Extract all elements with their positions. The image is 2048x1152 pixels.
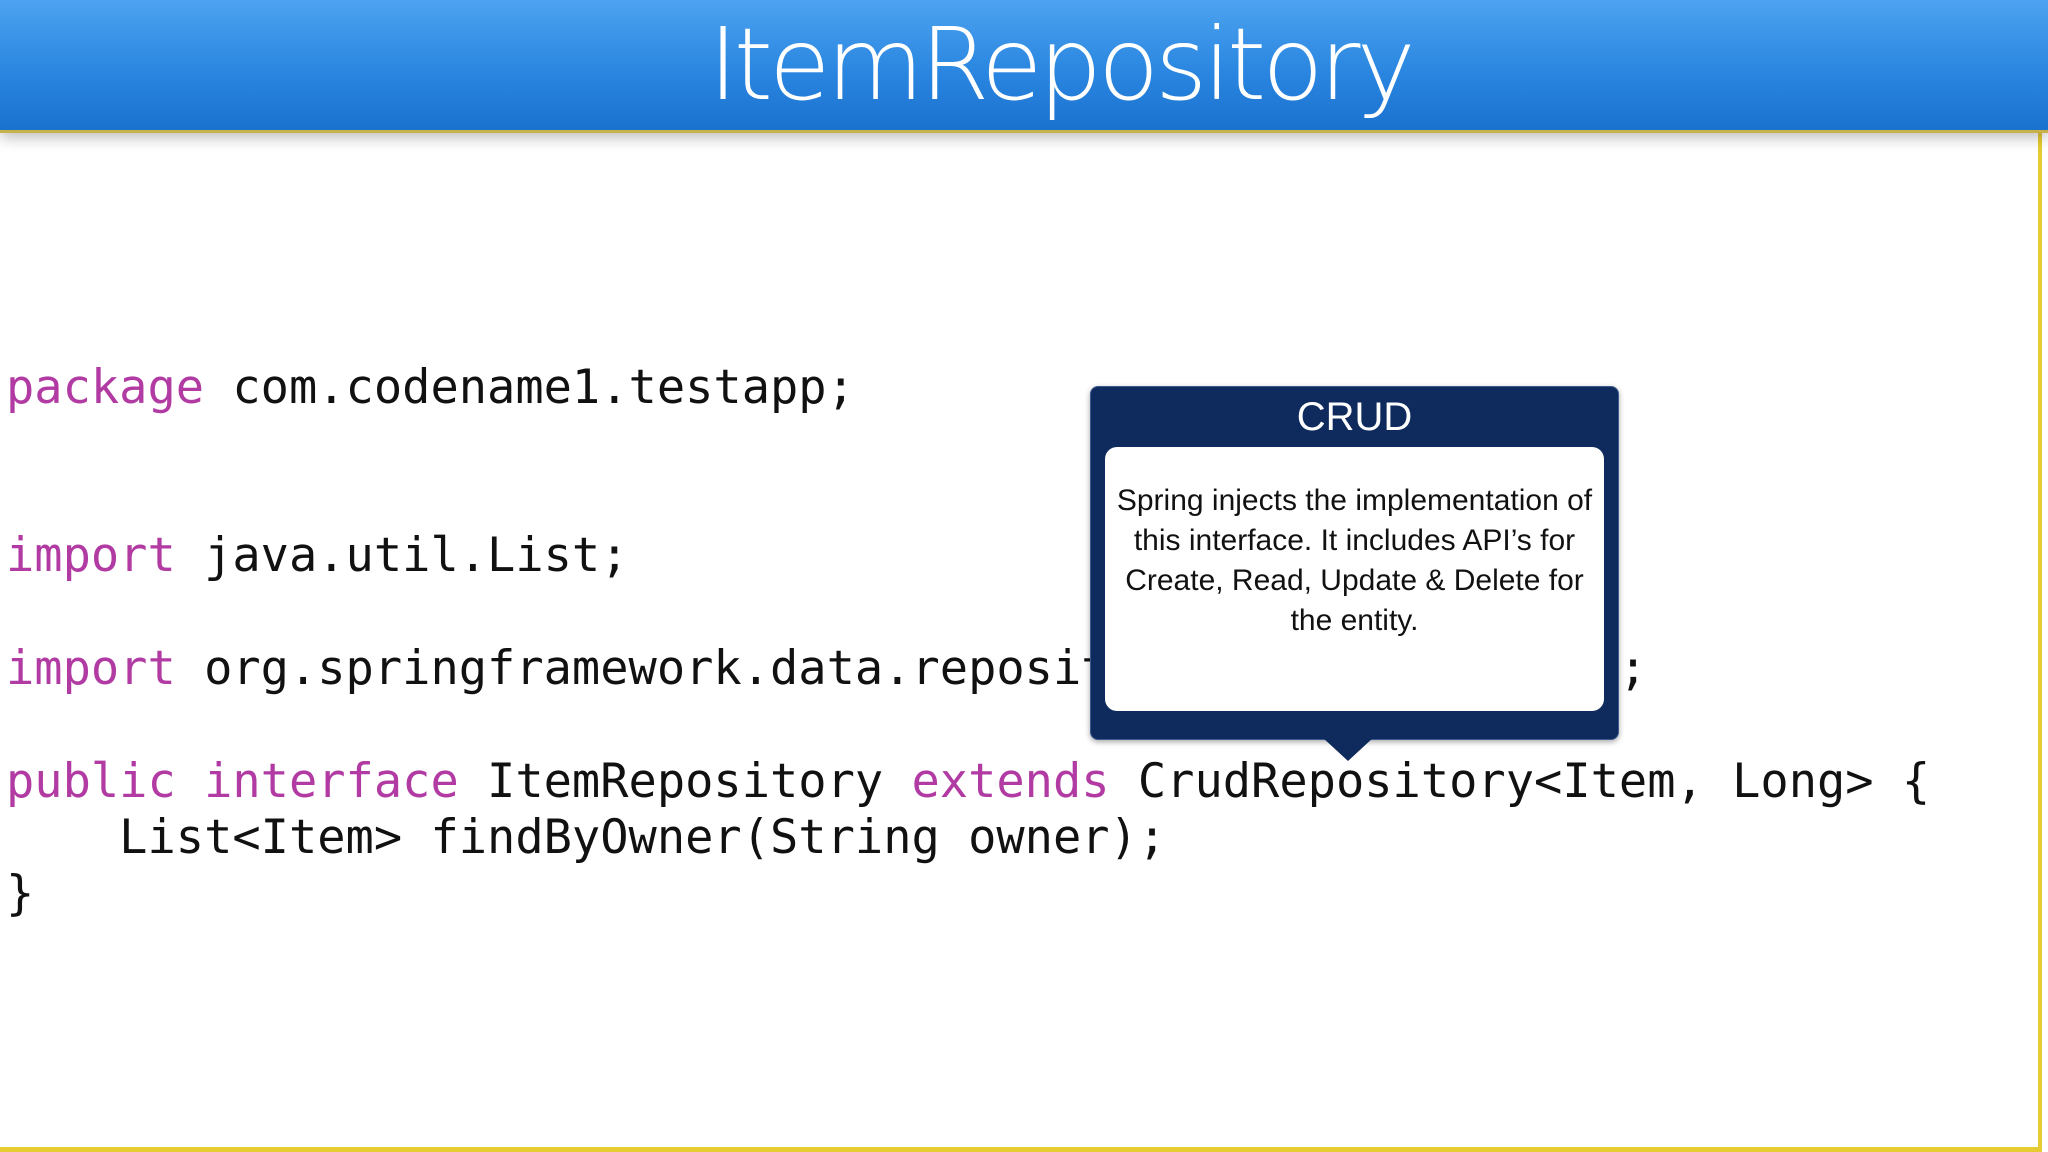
title-bar: ItemRepository [0, 0, 2048, 133]
code-line-method: List<Item> findByOwner(String owner); [6, 810, 1167, 865]
code-text: CrudRepository<Item, Long> { [1109, 754, 1931, 809]
callout-body: Spring injects the implementation of thi… [1105, 447, 1604, 711]
callout-title: CRUD [1296, 395, 1413, 439]
code-keyword: interface [204, 754, 459, 809]
code-keyword: package [6, 360, 205, 415]
crud-callout: CRUD Spring injects the implementation o… [1090, 386, 1619, 740]
code-text: com.codename1.testapp; [204, 360, 855, 415]
code-keyword: import [6, 528, 176, 583]
code-keyword: import [6, 641, 176, 696]
code-line-import-list: import java.util.List; [6, 528, 629, 584]
frame-right-border [2038, 132, 2042, 1152]
code-keyword: public [6, 754, 176, 809]
callout-body-text: Spring injects the implementation of thi… [1116, 484, 1593, 637]
code-line-close-brace: } [6, 866, 35, 921]
code-line-package: package com.codename1.testapp; [6, 360, 855, 416]
code-text: ItemRepository [458, 754, 912, 809]
code-text: java.util.List; [175, 528, 629, 583]
slide-title: ItemRepository [708, 6, 1415, 123]
code-line-interface-decl: public interface ItemRepository extends … [6, 754, 1930, 810]
frame-bottom-border [0, 1147, 2042, 1152]
callout-pointer [1322, 737, 1374, 761]
code-keyword: extends [911, 754, 1110, 809]
